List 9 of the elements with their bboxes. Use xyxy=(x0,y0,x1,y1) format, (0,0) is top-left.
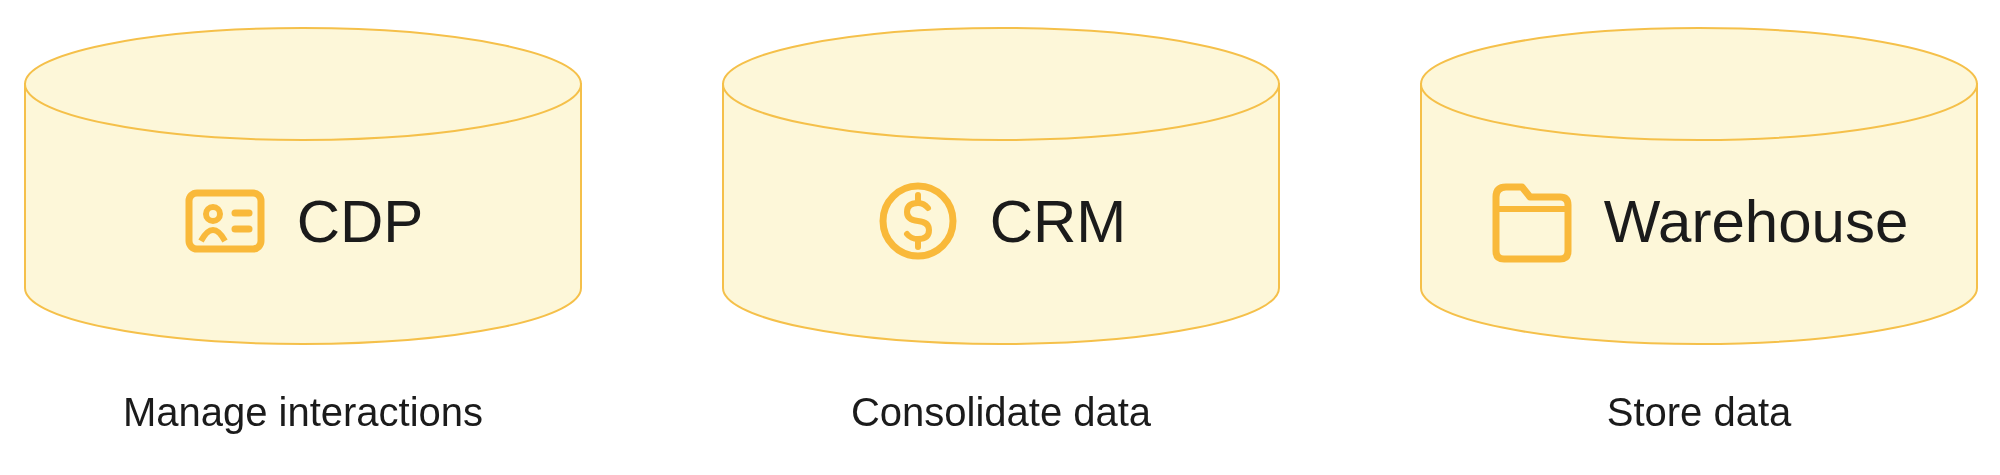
database-cylinder xyxy=(24,26,582,346)
node-label: Store data xyxy=(1605,390,1793,435)
node-label: CDP xyxy=(296,186,424,256)
node-label: Consolidate data xyxy=(849,390,1153,435)
node-label: Manage interactions xyxy=(121,390,485,435)
node-label: CRM xyxy=(989,186,1127,256)
database-cylinder xyxy=(722,26,1280,346)
node-label: Warehouse xyxy=(1603,186,1909,256)
database-cylinder xyxy=(1420,26,1978,346)
